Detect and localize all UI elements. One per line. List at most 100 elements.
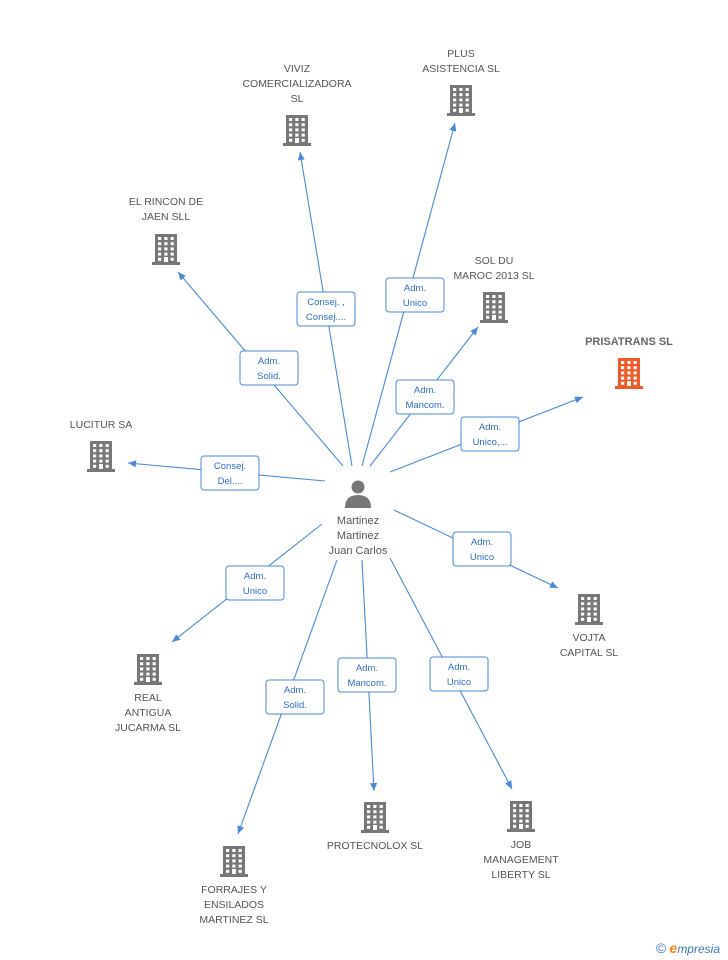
arrowhead-real [172,634,181,642]
relation-text: Adm. [258,356,280,367]
company-name: LIBERTY SL [491,869,550,881]
relation-label-plus[interactable]: Adm. Unico [385,277,445,313]
relation-text: Del.... [218,476,243,487]
company-name: JUCARMA SL [115,722,181,734]
relation-box [460,416,520,452]
company-name: ASISTENCIA SL [422,63,500,75]
building-icon [480,292,508,323]
person-name: Martinez [337,515,379,527]
company-node-rincon[interactable]: EL RINCON DE JAEN SLL [129,196,203,265]
building-icon [87,441,115,472]
arrowhead-lucitur [128,460,137,468]
arrowhead-plus [449,123,457,132]
relation-text: Unico [403,298,427,309]
copyright-symbol: © [655,940,667,956]
relation-box [225,565,285,601]
relation-text: Consej. , [307,297,345,308]
building-icon [447,85,475,116]
relation-text: Unico [447,677,471,688]
relation-label-prisatrans[interactable]: Adm.Unico,... [460,416,520,452]
relation-box [395,379,455,415]
company-name: ANTIGUA [125,707,172,719]
relation-text: Adm. [404,283,426,294]
building-icon [152,234,180,265]
arrowhead-viviz [297,152,305,161]
relation-label-lucitur[interactable]: Consej. Del.... [200,455,260,491]
person-name: Martinez [337,530,379,542]
company-name: MARTINEZ SL [199,914,268,926]
company-name: JAEN SLL [142,211,191,223]
company-name: PLUS [447,48,474,60]
company-name: EL RINCON DE [129,196,203,208]
company-name: PROTECNOLOX SL [327,840,423,852]
building-icon [220,846,248,877]
building-icon [615,358,643,389]
company-name: MAROC 2013 SL [453,270,534,282]
edges-layer [127,122,584,835]
relation-text: Adm. [448,662,470,673]
relation-box [452,531,512,567]
company-name: SOL DU [475,255,514,267]
company-node-forrajes[interactable]: FORRAJES Y ENSILADOS MARTINEZ SL [199,846,269,926]
relation-text: Adm. [244,571,266,582]
relation-text: Unico,... [473,437,508,448]
relation-text: Unico [470,552,494,563]
company-node-viviz[interactable]: VIVIZ COMERCIALIZADORA SL [242,63,352,146]
building-icon [134,654,162,685]
arrowhead-prisatrans [574,396,583,404]
relation-label-job[interactable]: Adm. Unico [429,656,489,692]
person-icon [345,480,371,508]
relation-label-rincon[interactable]: Adm. Solid. [239,350,299,386]
company-name: FORRAJES Y [201,884,267,896]
building-icon [507,801,535,832]
company-node-soldu[interactable]: SOL DU MAROC 2013 SL [453,255,535,323]
relation-box [385,277,445,313]
relation-box [239,350,299,386]
relation-text: Consej. [214,461,246,472]
relation-label-protecnolox[interactable]: Adm. Mancom. [337,657,397,693]
company-node-plus[interactable]: PLUS ASISTENCIA SL [422,48,500,116]
relation-label-forrajes[interactable]: Adm. Solid. [265,679,325,715]
relation-text: Solid. [283,700,307,711]
relation-text: Consej.... [306,312,346,323]
company-name: PRISATRANS SL [585,336,673,348]
arrowhead-forrajes [237,825,245,834]
relation-label-viviz[interactable]: Consej. , Consej.... [296,291,356,327]
relation-box [200,455,260,491]
relation-label-vojta[interactable]: Adm.Unico [452,531,512,567]
relation-text: Adm. [284,685,306,696]
arrowhead-rincon [178,272,186,281]
relation-box [296,291,356,327]
company-name: MANAGEMENT [483,854,559,866]
person-name: Juan Carlos [329,545,388,557]
arrowhead-soldu [470,327,478,336]
company-node-prisatrans[interactable]: PRISATRANS SL [585,336,673,389]
relation-text: Adm. [356,663,378,674]
company-node-protecnolox[interactable]: PROTECNOLOX SL [327,802,423,852]
building-icon [283,115,311,146]
company-name: COMERCIALIZADORA [242,78,351,90]
arrowhead-job [505,780,512,789]
brand-name: mpresia [677,942,720,956]
arrowhead-protecnolox [370,782,378,791]
relation-text: Solid. [257,371,281,382]
relation-text: Unico [243,586,267,597]
relation-label-soldu[interactable]: Adm.Mancom. [395,379,455,415]
brand-initial: e [669,940,678,956]
relation-label-real[interactable]: Adm. Unico [225,565,285,601]
company-node-lucitur[interactable]: LUCITUR SA [70,419,132,472]
relation-text: Adm. [414,385,436,396]
company-name: CAPITAL SL [560,647,619,659]
company-name: ENSILADOS [204,899,264,911]
copyright-brand[interactable]: © empresia [656,940,720,956]
company-name: VIVIZ [284,63,311,75]
building-icon [361,802,389,833]
relation-text: Mancom. [347,678,386,689]
building-icon [575,594,603,625]
company-name: SL [291,93,304,105]
